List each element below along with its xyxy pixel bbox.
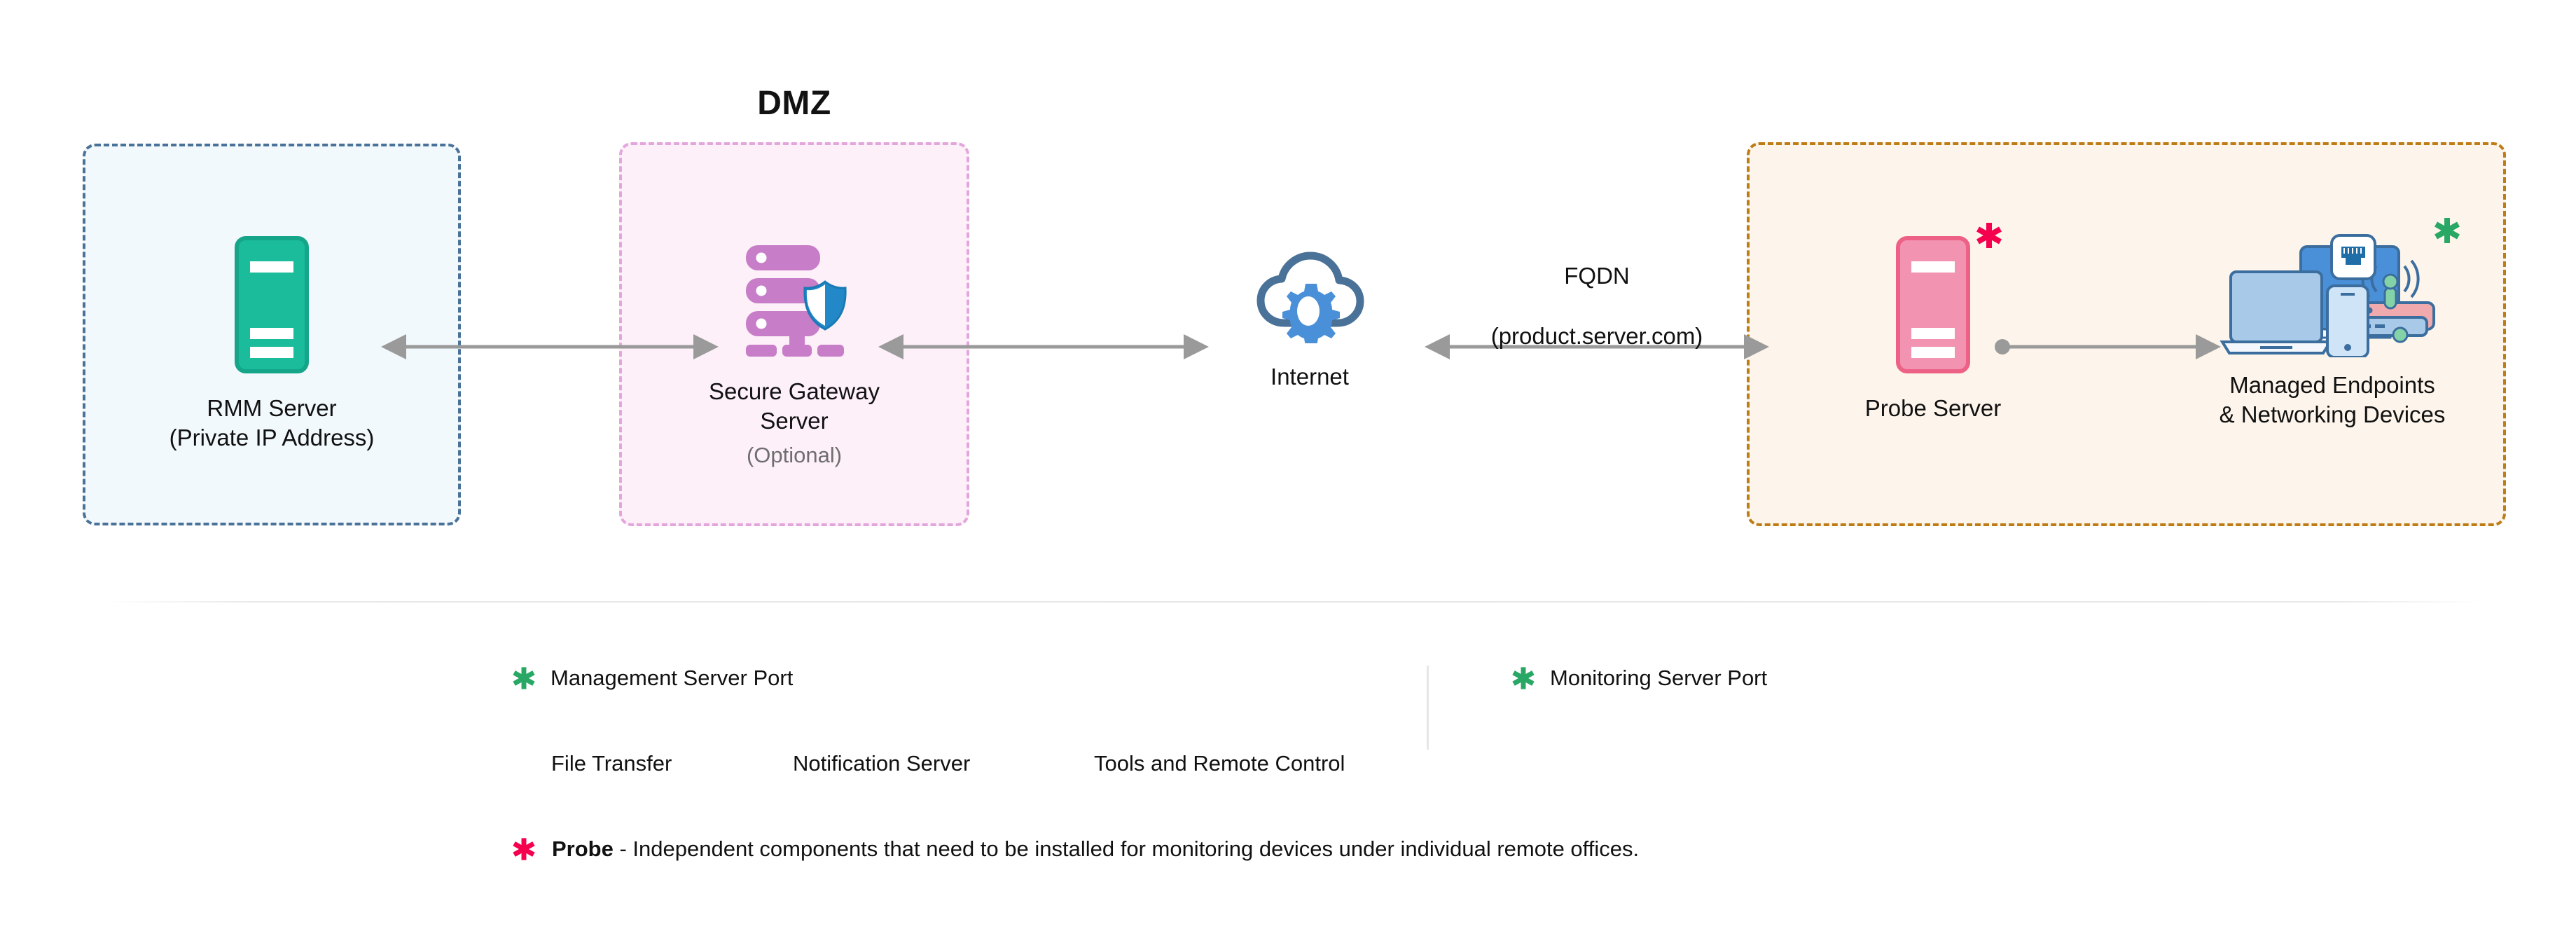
probe-server-title: Probe Server xyxy=(1864,395,2002,421)
legend-probe-description: - Independent components that need to be… xyxy=(613,837,1640,861)
connector-internet-probe xyxy=(1422,326,1772,368)
connector-dmz-internet xyxy=(875,326,1212,368)
legend-management-server-port: Management Server Port xyxy=(510,664,793,692)
managed-endpoints-marker-icon xyxy=(2431,214,2463,247)
internet-title: Internet xyxy=(1270,364,1349,390)
cloud-gear-icon xyxy=(1254,249,1366,343)
rmm-server-title: RMM Server xyxy=(207,395,337,421)
internet-node: Internet xyxy=(1170,249,1450,392)
secure-gateway-title: Secure Gateway Server xyxy=(709,378,880,434)
legend-monitoring-label: Monitoring Server Port xyxy=(1550,666,1768,690)
legend-management-label: Management Server Port xyxy=(550,666,794,690)
fqdn-line-2: (product.server.com) xyxy=(1490,322,1703,349)
managed-endpoints-title: Managed Endpoints & Networking Devices xyxy=(2219,372,2446,428)
secure-gateway-node: Secure Gateway Server (Optional) xyxy=(654,238,934,470)
devices-icon xyxy=(2217,231,2448,357)
probe-server-marker-icon xyxy=(1973,219,2005,252)
legend-probe-note: Probe - Independent components that need… xyxy=(510,835,1639,863)
managed-endpoints-node: Managed Endpoints & Networking Devices xyxy=(2164,218,2500,429)
rmm-server-subtitle: (Private IP Address) xyxy=(169,425,375,451)
legend-column-divider xyxy=(1427,666,1429,750)
green-asterisk-icon xyxy=(1509,664,1537,692)
server-tower-icon xyxy=(233,235,310,375)
legend-management-sub-items: File Transfer Notification Server Tools … xyxy=(551,751,1345,776)
fqdn-label: FQDN (product.server.com) xyxy=(1422,231,1772,381)
legend-monitoring-server-port: Monitoring Server Port xyxy=(1509,664,1767,692)
fqdn-line-1: FQDN xyxy=(1564,262,1630,289)
section-divider xyxy=(105,601,2483,603)
legend-sub-item: File Transfer xyxy=(551,751,672,776)
crimson-asterisk-icon xyxy=(510,835,538,863)
dmz-zone-title: DMZ xyxy=(757,85,831,122)
secure-gateway-optional: (Optional) xyxy=(746,443,843,468)
green-asterisk-icon xyxy=(510,664,538,692)
probe-server-node: Probe Server xyxy=(1793,223,2073,423)
server-tower-icon xyxy=(1895,235,1972,375)
legend-sub-item: Notification Server xyxy=(793,751,971,776)
secure-gateway-server-icon xyxy=(733,238,856,361)
legend-probe-term: Probe xyxy=(552,837,614,861)
rmm-server-node: RMM Server (Private IP Address) xyxy=(132,235,412,453)
connector-probe-endpoints xyxy=(1993,326,2224,368)
legend-sub-item: Tools and Remote Control xyxy=(1094,751,1345,776)
connector-rmm-dmz xyxy=(378,326,721,368)
